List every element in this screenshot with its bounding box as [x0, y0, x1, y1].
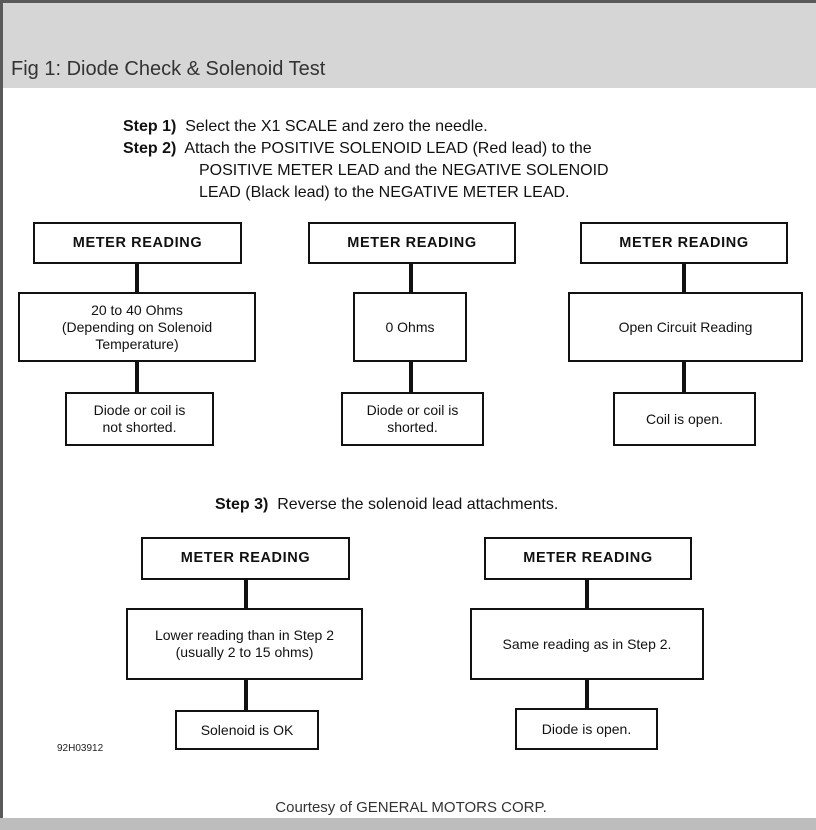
- step-2-text-line: POSITIVE METER LEAD and the NEGATIVE SOL…: [199, 162, 609, 179]
- window-top-border: [0, 0, 816, 3]
- meter-reading-box: METER READING: [308, 222, 516, 264]
- meter-reading-box: METER READING: [33, 222, 242, 264]
- step-3-instruction: Step 3) Reverse the solenoid lead attach…: [215, 494, 558, 516]
- result-box: Diode or coil is shorted.: [341, 392, 484, 446]
- connector-line: [409, 264, 413, 292]
- reading-box: Same reading as in Step 2.: [470, 608, 704, 680]
- reading-text-line: Temperature): [95, 335, 179, 352]
- reading-text-line: (usually 2 to 15 ohms): [175, 644, 314, 660]
- figure-title: Fig 1: Diode Check & Solenoid Test: [11, 58, 326, 80]
- reading-text-line: Lower reading than in Step 2: [154, 627, 334, 643]
- reading-text-line: (Depending on Solenoid: [61, 318, 213, 335]
- connector-line: [682, 264, 686, 292]
- result-text-line: Coil is open.: [645, 410, 724, 427]
- connector-line: [135, 362, 139, 392]
- step-1-instruction: Step 1) Select the X1 SCALE and zero the…: [123, 116, 488, 138]
- step-1-label: Step 1): [123, 118, 177, 135]
- result-box: Diode is open.: [515, 708, 658, 750]
- step-2-text-line: Attach the POSITIVE SOLENOID LEAD (Red l…: [184, 140, 592, 157]
- step-1-text: Select the X1 SCALE and zero the needle.: [185, 118, 488, 135]
- reading-text-line: Open Circuit Reading: [618, 318, 753, 335]
- connector-line: [135, 264, 139, 292]
- step-2-label: Step 2): [123, 140, 177, 157]
- connector-line: [244, 680, 248, 710]
- connector-line: [409, 362, 413, 392]
- step-3-label: Step 3): [215, 496, 269, 513]
- result-text-line: Solenoid is OK: [200, 721, 294, 738]
- figure-header-bar: [3, 3, 816, 88]
- connector-line: [585, 680, 589, 710]
- window-left-border: [0, 0, 3, 822]
- connector-line: [244, 580, 248, 608]
- meter-reading-box: METER READING: [580, 222, 788, 264]
- connector-line: [585, 580, 589, 608]
- step-2-text-line: LEAD (Black lead) to the NEGATIVE METER …: [199, 184, 570, 201]
- meter-reading-box: METER READING: [484, 537, 692, 580]
- window-bottom-bar: [0, 818, 816, 830]
- courtesy-text: Courtesy of GENERAL MOTORS CORP.: [275, 799, 547, 816]
- result-text-line: not shorted.: [102, 419, 177, 435]
- connector-line: [682, 362, 686, 392]
- result-text-line: Diode is open.: [541, 720, 632, 737]
- step-3-text: Reverse the solenoid lead attachments.: [277, 496, 559, 513]
- step-2-instruction: Step 2) Attach the POSITIVE SOLENOID LEA…: [123, 138, 592, 160]
- reading-text-line: 0 Ohms: [385, 318, 435, 335]
- result-text-line: Diode or coil is: [366, 402, 459, 418]
- result-box: Coil is open.: [613, 392, 756, 446]
- reading-text-line: 20 to 40 Ohms: [91, 301, 183, 318]
- result-box: Diode or coil is not shorted.: [65, 392, 214, 446]
- result-box: Solenoid is OK: [175, 710, 319, 750]
- result-text-line: Diode or coil is: [93, 402, 186, 418]
- reading-text-line: Same reading as in Step 2.: [502, 635, 672, 652]
- reading-box: 20 to 40 Ohms (Depending on Solenoid Tem…: [18, 292, 256, 362]
- courtesy-footer: Courtesy of GENERAL MOTORS CORP.: [0, 799, 816, 816]
- meter-reading-box: METER READING: [141, 537, 350, 580]
- reading-box: Lower reading than in Step 2 (usually 2 …: [126, 608, 363, 680]
- figure-code: 92H03912: [57, 743, 104, 754]
- result-text-line: shorted.: [387, 419, 438, 435]
- reading-box: 0 Ohms: [353, 292, 467, 362]
- reading-box: Open Circuit Reading: [568, 292, 803, 362]
